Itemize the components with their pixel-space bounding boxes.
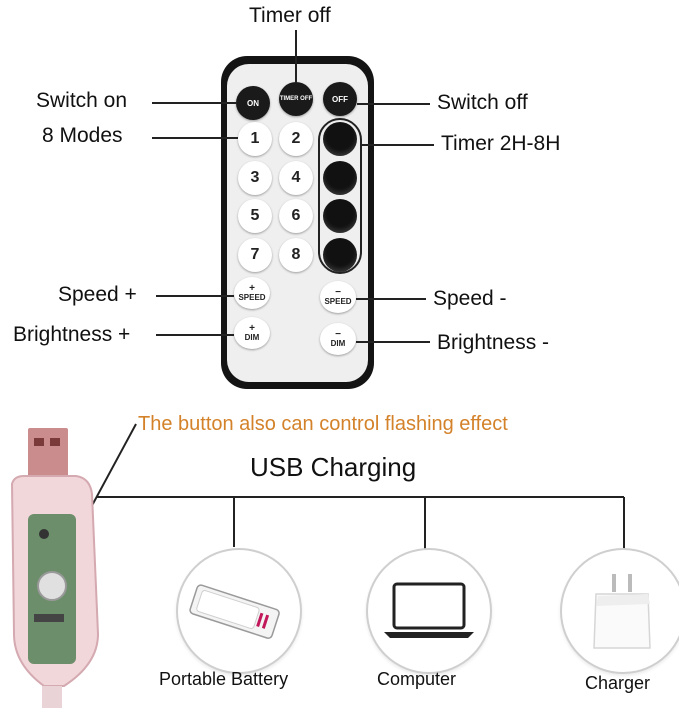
flashing-note: The button also can control flashing eff…	[138, 413, 508, 435]
mode-button-2[interactable]: 2	[279, 122, 313, 156]
modes-leader	[152, 137, 238, 139]
usb-dongle-image	[10, 428, 100, 708]
mode-button-1[interactable]: 1	[238, 122, 272, 156]
laptop-icon	[384, 582, 474, 638]
dim-minus-button[interactable]: − DIM	[320, 323, 356, 355]
timer-range-label: Timer 2H-8H	[441, 132, 561, 155]
speed-minus-sign: −	[335, 287, 341, 298]
usb-connector-line	[96, 496, 624, 498]
speed-minus-leader	[356, 298, 426, 300]
mode-button-5[interactable]: 5	[238, 199, 272, 233]
dim-minus-sign: −	[335, 329, 341, 340]
speed-plus-sign: +	[249, 283, 255, 294]
dim-plus-text: DIM	[244, 333, 260, 342]
portable-battery-circle	[176, 548, 302, 674]
computer-circle	[366, 548, 492, 674]
mode-button-7[interactable]: 7	[238, 238, 272, 272]
speed-plus-leader	[156, 295, 234, 297]
dim-plus-sign: +	[249, 323, 255, 334]
mode-button-3[interactable]: 3	[238, 161, 272, 195]
timer-button-4h[interactable]	[323, 161, 357, 195]
wall-charger-icon	[593, 574, 651, 649]
timer-button-8h[interactable]	[323, 238, 357, 272]
speed-plus-button[interactable]: + SPEED	[234, 277, 270, 309]
brightness-plus-label: Brightness +	[13, 323, 131, 346]
mode-button-6[interactable]: 6	[279, 199, 313, 233]
dim-plus-button[interactable]: + DIM	[234, 317, 270, 349]
timer-range-leader	[362, 144, 434, 146]
computer-caption: Computer	[377, 669, 457, 689]
speed-plus-text: SPEED	[238, 293, 266, 302]
charger-caption: Charger	[585, 673, 651, 693]
on-button[interactable]: ON	[236, 86, 270, 120]
switch-on-leader	[152, 102, 236, 104]
mode-button-4[interactable]: 4	[279, 161, 313, 195]
speed-minus-text: SPEED	[324, 297, 352, 306]
brightness-minus-leader	[356, 341, 430, 343]
speed-minus-label: Speed -	[433, 287, 507, 310]
switch-off-label: Switch off	[437, 91, 528, 114]
modes-label: 8 Modes	[42, 124, 123, 147]
switch-off-leader	[357, 103, 430, 105]
brightness-plus-leader	[156, 334, 234, 336]
off-button[interactable]: OFF	[323, 82, 357, 116]
timer-button-group	[318, 118, 362, 274]
timer-off-label: Timer off	[249, 4, 331, 27]
speed-plus-label: Speed +	[58, 283, 137, 306]
portable-battery-icon	[189, 584, 280, 639]
timer-button-2h[interactable]	[323, 122, 357, 156]
charger-drop-line	[623, 497, 625, 552]
switch-on-label: Switch on	[36, 89, 128, 112]
timer-off-button[interactable]: TIMER OFF	[279, 82, 313, 116]
timer-off-leader	[295, 30, 297, 82]
timer-button-6h[interactable]	[323, 199, 357, 233]
speed-minus-button[interactable]: − SPEED	[320, 281, 356, 313]
brightness-minus-label: Brightness -	[437, 331, 550, 354]
dim-minus-text: DIM	[330, 339, 346, 348]
computer-drop-line	[424, 497, 426, 549]
charger-circle	[560, 548, 679, 674]
mode-button-8[interactable]: 8	[279, 238, 313, 272]
battery-drop-line	[233, 497, 235, 547]
usb-charging-title: USB Charging	[250, 452, 417, 482]
portable-battery-caption: Portable Battery	[159, 669, 289, 689]
